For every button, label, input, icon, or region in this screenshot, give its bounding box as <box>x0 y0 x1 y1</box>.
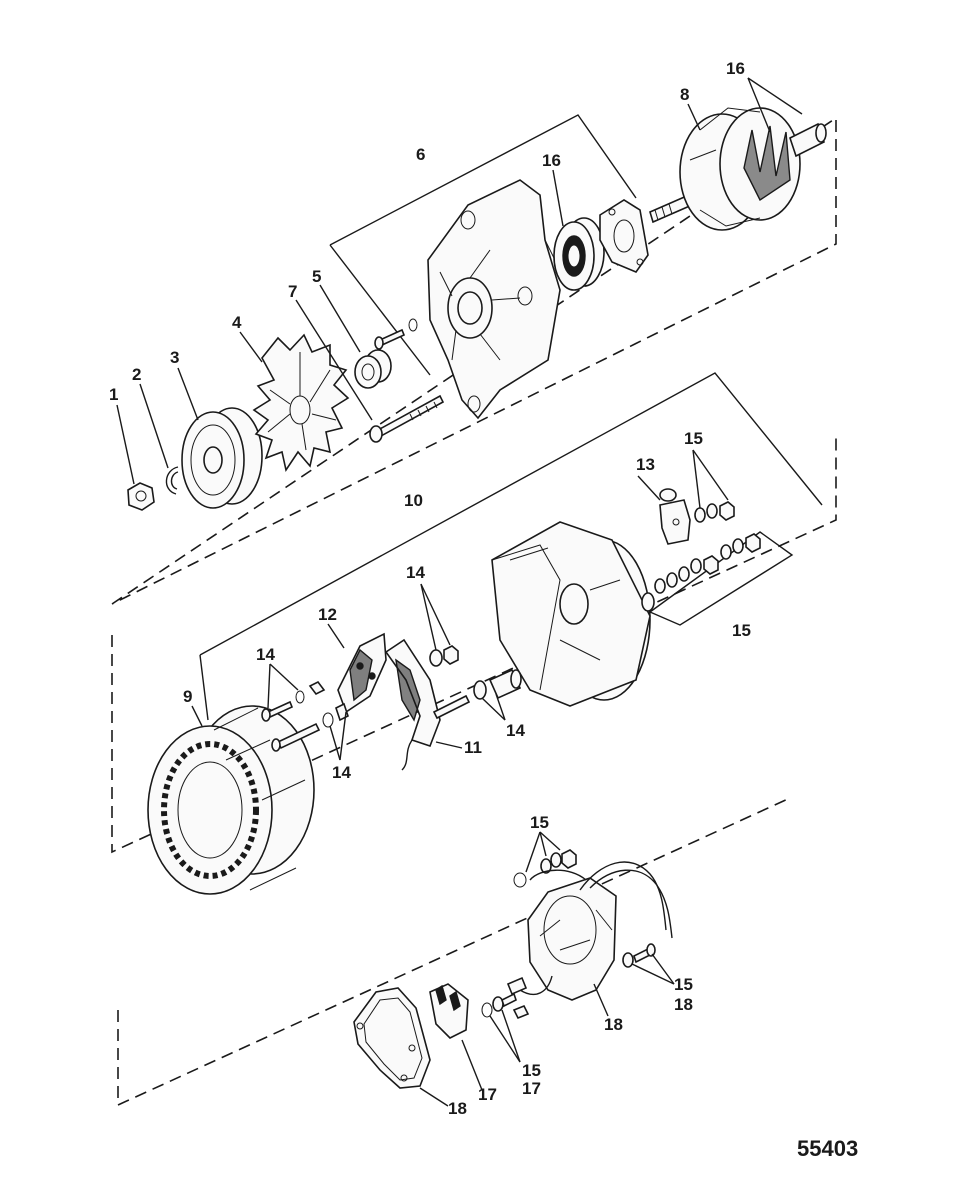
part-11-diode-trio-heat-sink <box>384 638 441 771</box>
part-bearing-retainer-plate <box>599 199 649 273</box>
callout-6: 6 <box>416 145 425 164</box>
part-3-pulley <box>181 407 263 509</box>
callout-14-left-upper: 14 <box>256 645 275 664</box>
callout-15-right: 15 <box>732 621 751 640</box>
callout-10: 10 <box>404 491 423 510</box>
callout-17-brush-holder: 17 <box>478 1085 497 1104</box>
callout-2: 2 <box>132 365 141 384</box>
part-1-nut <box>127 482 155 511</box>
callout-5: 5 <box>312 267 321 286</box>
part-9-stator <box>147 705 315 895</box>
callout-15-lower: 15 <box>530 813 549 832</box>
callout-18-housing: 18 <box>604 1015 623 1034</box>
part-8-rotor <box>649 107 827 231</box>
callout-16-bearing: 16 <box>542 151 561 170</box>
part-5-spacer <box>354 349 392 389</box>
part-16-bearing <box>553 217 605 291</box>
part-18-regulator-assembly <box>506 861 673 1001</box>
callout-9: 9 <box>183 687 192 706</box>
callout-15-regulator: 15 <box>674 975 693 994</box>
part-12-rectifier-bridge <box>337 632 387 714</box>
callout-18-regulator: 18 <box>674 995 693 1014</box>
part-6-drive-end-frame <box>427 179 561 420</box>
callout-4: 4 <box>232 313 242 332</box>
callout-13: 13 <box>636 455 655 474</box>
callout-14-left-lower: 14 <box>332 763 351 782</box>
callout-12: 12 <box>318 605 337 624</box>
part-17-brush-holder <box>429 983 530 1039</box>
part-7-through-bolt <box>369 394 445 443</box>
callout-17-screw: 17 <box>522 1079 541 1098</box>
callout-3: 3 <box>170 348 179 367</box>
callout-11: 11 <box>464 738 482 757</box>
part-4-fan <box>252 333 350 473</box>
callout-1: 1 <box>109 385 118 404</box>
callout-15-brush: 15 <box>522 1061 541 1080</box>
callout-18-gasket: 18 <box>448 1099 467 1118</box>
callout-labels: 1 2 3 4 5 6 7 8 9 10 11 12 13 14 14 14 1… <box>109 59 751 1118</box>
part-10-slip-ring-end-frame <box>491 521 655 707</box>
callout-16-rotor: 16 <box>726 59 745 78</box>
callout-15-upper: 15 <box>684 429 703 448</box>
part-6-screw <box>374 318 418 350</box>
callout-8: 8 <box>680 85 689 104</box>
part-18-gasket <box>353 987 431 1089</box>
figure-number: 55403 <box>797 1136 858 1161</box>
callout-leader-lines <box>116 77 803 1107</box>
part-2-lock-washer <box>165 466 179 495</box>
callout-7: 7 <box>288 282 297 301</box>
part-13-terminal <box>659 488 691 545</box>
callout-14-middle: 14 <box>406 563 425 582</box>
hardware-screws-washers-nuts <box>261 501 761 1018</box>
callout-14-right: 14 <box>506 721 525 740</box>
